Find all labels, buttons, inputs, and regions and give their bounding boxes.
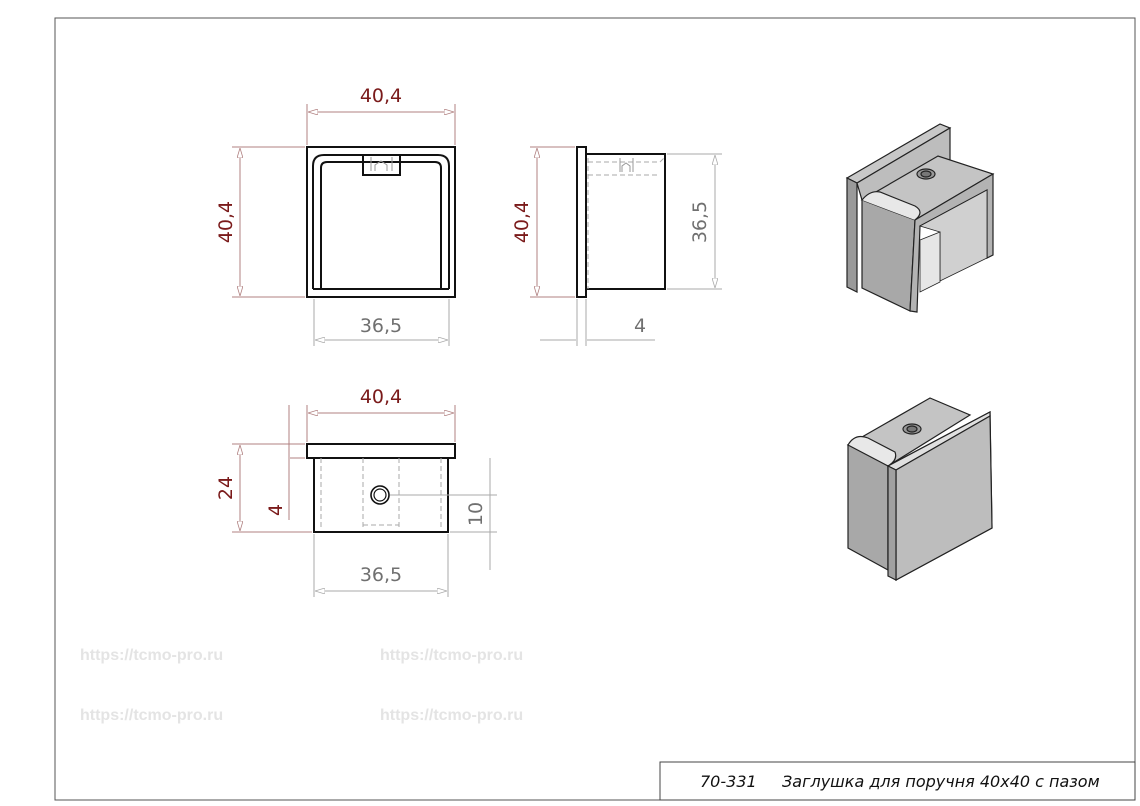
- isometric-view-closed: [846, 397, 993, 582]
- watermark-text: https://tcmo-pro.ru: [380, 647, 523, 664]
- part-code: 70-331: [700, 772, 757, 791]
- isometric-view-open: [845, 123, 995, 313]
- bottom-hole-offset-label: 10: [465, 502, 487, 526]
- watermark-text: https://tcmo-pro.ru: [80, 707, 223, 724]
- bottom-inner-width-label: 36,5: [360, 564, 402, 586]
- front-height-label: 40,4: [215, 201, 237, 243]
- side-body-height-label: 36,5: [689, 201, 711, 243]
- front-inner-width-label: 36,5: [360, 315, 402, 337]
- bottom-width-label: 40,4: [360, 386, 402, 408]
- bottom-flange-label: 4: [265, 504, 287, 516]
- watermark-text: https://tcmo-pro.ru: [380, 707, 523, 724]
- title-block: 70-331 Заглушка для поручня 40x40 с пазо…: [659, 761, 1136, 801]
- watermark-text: https://tcmo-pro.ru: [80, 647, 223, 664]
- sheet-frame: [54, 17, 1136, 801]
- side-flange-label: 4: [634, 315, 646, 337]
- bottom-view: 40,4 24 4 10 36,5: [215, 386, 497, 597]
- watermark-layer: https://tcmo-pro.ru https://tcmo-pro.ru h…: [80, 647, 523, 724]
- side-view: 40,4 36,5 4: [511, 146, 722, 346]
- front-width-label: 40,4: [360, 85, 402, 107]
- part-name: Заглушка для поручня 40x40 с пазом: [782, 772, 1100, 791]
- bottom-depth-label: 24: [215, 476, 237, 500]
- side-height-label: 40,4: [511, 201, 533, 243]
- front-view: 40,4 40,4 36,5: [215, 85, 456, 346]
